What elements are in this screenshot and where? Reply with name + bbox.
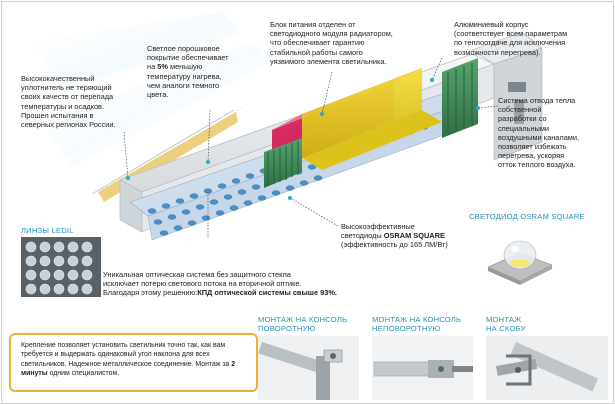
mount-fixed-photo	[372, 336, 473, 400]
coating-description: Светлое порошковое покрытие обеспечивает…	[147, 44, 229, 100]
osram-caption: СВЕТОДИОД OSRAM SQUARE	[469, 212, 585, 221]
lenses-photo	[21, 237, 101, 297]
cooling-system-description: Система отвода тепла собственной разрабо…	[498, 96, 580, 170]
mount-rotary-photo	[258, 336, 359, 400]
mount-bracket-photo	[486, 336, 608, 400]
optics-description: Уникальная оптическая система без защитн…	[103, 270, 337, 298]
luminaire-cutaway-illustration	[32, 12, 543, 241]
mounting-notice: Крепление позволяет установить светильни…	[9, 333, 258, 392]
mount-fixed-caption: МОНТАЖ НА КОНСОЛЬ НЕПОВОРОТНУЮ	[372, 315, 462, 333]
osram-led-photo	[480, 223, 558, 286]
led-description: Высокоэффективные светодиоды OSRAM SQUAR…	[341, 222, 448, 250]
aluminum-housing-description: Алюминиевый корпус (соответствует всем п…	[454, 20, 568, 57]
power-supply-description: Блок питания отделен от светодиодного мо…	[270, 20, 393, 66]
mounting-notice-text: Крепление позволяет установить светильни…	[21, 342, 236, 378]
lenses-caption: ЛИНЗЫ LEDIL	[21, 226, 74, 235]
mount-rotary-caption: МОНТАЖ НА КОНСОЛЬ ПОВОРОТНУЮ	[258, 315, 348, 333]
mount-bracket-caption: МОНТАЖ НА СКОБУ	[486, 315, 526, 333]
seal-description: Высококачественный уплотнитель не теряющ…	[21, 74, 116, 130]
